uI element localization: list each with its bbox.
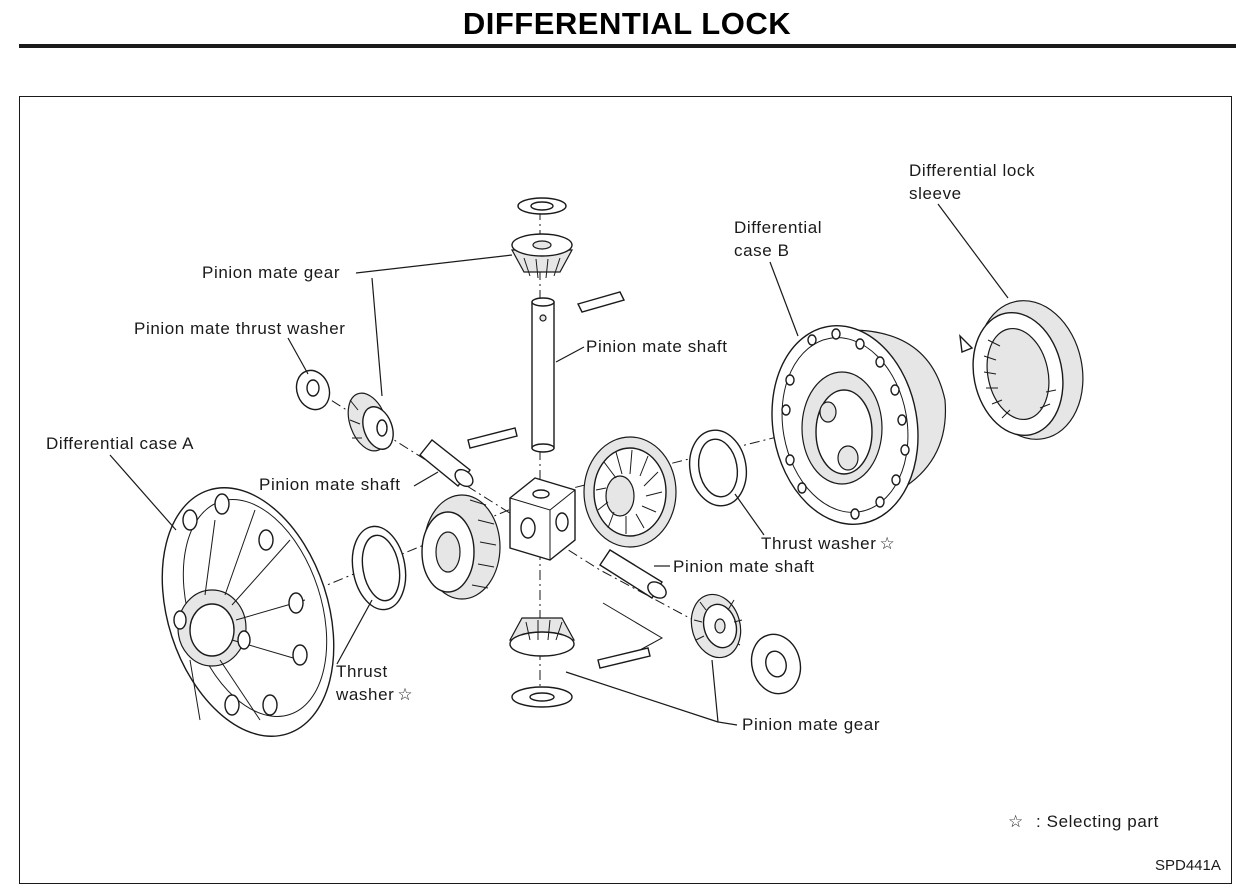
label-thrust-washer-left-line2: washer☆ [335, 685, 413, 704]
lock-pin-left [467, 427, 518, 449]
legend-star: ☆ [1008, 812, 1024, 831]
pinion-mate-thrust-washer-right [750, 633, 802, 695]
label-thrust-washer-right: Thrust washer☆ [761, 534, 895, 553]
label-differential-case-b-line2: case B [734, 241, 790, 260]
side-gear-right [583, 436, 677, 548]
title-rule [19, 44, 1236, 48]
thrust-washer-right [688, 429, 748, 507]
lock-pin-right [597, 647, 651, 669]
pinion-thrust-washer-bottom [511, 686, 573, 708]
lock-pin-top [576, 291, 626, 313]
differential-case-b [771, 325, 947, 525]
label-thrust-washer-left-line1: Thrust [336, 662, 388, 681]
label-pinion-mate-gear-bottom: Pinion mate gear [742, 715, 880, 734]
pin-bracket-line [602, 602, 664, 651]
label-pinion-mate-shaft-top: Pinion mate shaft [586, 337, 728, 356]
pinion-mate-shaft-right [599, 549, 667, 599]
label-pinion-mate-thrust-washer: Pinion mate thrust washer [134, 319, 346, 338]
diagram-frame [19, 96, 1232, 884]
pinion-mate-gear-left [347, 392, 394, 452]
label-pinion-mate-shaft-right: Pinion mate shaft [673, 557, 815, 576]
selecting-part-star-right: ☆ [880, 534, 896, 553]
pinion-mate-gear-bottom-center [508, 617, 576, 657]
label-pinion-mate-shaft-left: Pinion mate shaft [259, 475, 401, 494]
label-differential-case-b-line1: Differential [734, 218, 822, 237]
label-pinion-mate-gear-top: Pinion mate gear [202, 263, 340, 282]
leader-lines [109, 203, 1009, 726]
figure-code: SPD441A [1155, 857, 1221, 874]
label-differential-lock-sleeve-line1: Differential lock [909, 161, 1035, 180]
center-block [509, 477, 576, 561]
pinion-mate-gear-top [510, 233, 574, 279]
selecting-part-star-left: ☆ [397, 685, 413, 704]
pinion-mate-shaft-vertical [531, 297, 555, 453]
label-differential-case-a: Differential case A [46, 434, 194, 453]
pinion-mate-gear-right [690, 593, 743, 659]
differential-case-a [161, 487, 335, 737]
pinion-mate-shaft-left [419, 439, 474, 488]
side-gear-left [421, 494, 501, 600]
pinion-thrust-washer-top [517, 197, 567, 215]
thrust-washer-left [351, 525, 407, 611]
pinion-mate-thrust-washer-left [295, 369, 331, 411]
differential-lock-sleeve [959, 300, 1084, 440]
page-title: DIFFERENTIAL LOCK [462, 6, 792, 41]
legend-text: : Selecting part [1036, 812, 1159, 831]
label-differential-lock-sleeve-line2: sleeve [909, 184, 962, 203]
